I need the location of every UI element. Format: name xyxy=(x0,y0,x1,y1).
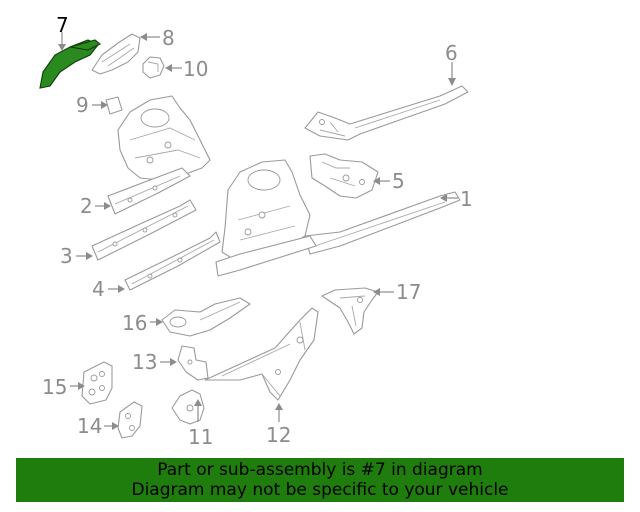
part-15[interactable] xyxy=(81,361,113,405)
callout-3: 3 xyxy=(60,244,73,268)
part-16[interactable] xyxy=(161,297,251,337)
part-13[interactable] xyxy=(177,345,209,381)
part-3[interactable] xyxy=(91,199,197,261)
part-14[interactable] xyxy=(117,401,143,439)
callout-10: 10 xyxy=(183,57,208,81)
callout-11: 11 xyxy=(188,425,213,449)
leader-lines xyxy=(58,32,458,430)
part-1[interactable] xyxy=(215,159,461,277)
callout-2: 2 xyxy=(80,194,93,218)
callout-16: 16 xyxy=(122,311,147,335)
callout-8: 8 xyxy=(162,26,175,50)
callout-4: 4 xyxy=(92,277,105,301)
part-10[interactable] xyxy=(142,56,165,79)
banner-line-part: Part or sub-assembly is #7 in diagram xyxy=(157,460,483,480)
callout-5: 5 xyxy=(392,169,405,193)
parts-diagram: 7 8 10 9 6 5 1 2 3 4 17 16 13 15 14 11 1… xyxy=(39,13,473,449)
part-5[interactable] xyxy=(309,153,379,199)
callout-6: 6 xyxy=(445,41,458,65)
callout-9: 9 xyxy=(76,93,89,117)
part-8[interactable] xyxy=(91,33,141,75)
part-11[interactable] xyxy=(171,389,205,425)
part-12[interactable] xyxy=(204,307,319,401)
callout-12: 12 xyxy=(266,423,291,447)
part-4[interactable] xyxy=(124,231,221,291)
callout-1: 1 xyxy=(460,187,473,211)
callout-7: 7 xyxy=(56,13,69,37)
parts-diagram-svg: 7 8 10 9 6 5 1 2 3 4 17 16 13 15 14 11 1… xyxy=(39,13,473,449)
part-2[interactable] xyxy=(107,167,191,215)
callout-17: 17 xyxy=(396,280,421,304)
part-9[interactable] xyxy=(105,96,123,115)
callout-14: 14 xyxy=(77,414,102,438)
banner-line-disclaimer: Diagram may not be specific to your vehi… xyxy=(131,480,509,500)
part-7-highlighted[interactable] xyxy=(39,39,102,89)
part-17[interactable] xyxy=(321,287,379,335)
callout-15: 15 xyxy=(42,375,67,399)
part-info-banner: Part or sub-assembly is #7 in diagram Di… xyxy=(16,458,624,502)
left-strut-tower[interactable] xyxy=(117,95,211,181)
callout-13: 13 xyxy=(132,350,157,374)
part-6[interactable] xyxy=(304,85,469,141)
